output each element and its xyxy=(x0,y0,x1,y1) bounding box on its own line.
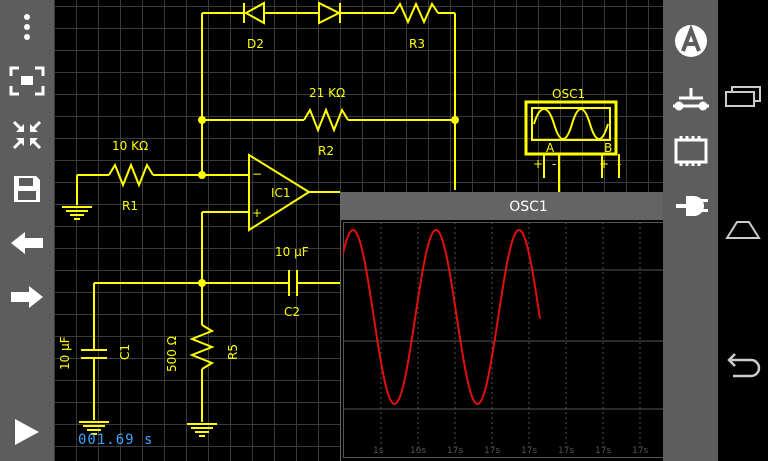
more-menu-button[interactable] xyxy=(0,0,54,54)
c1-label: C1 xyxy=(118,344,132,360)
more-vertical-icon xyxy=(24,14,30,40)
oscilloscope-time-label: 1s xyxy=(373,446,384,456)
right-toolbar xyxy=(663,0,718,461)
oscilloscope-window[interactable]: OSC1 1s16s17s17s17s17s17s17s17s xyxy=(340,192,716,461)
r2-value: 21 KΩ xyxy=(309,86,345,100)
switch-button[interactable] xyxy=(663,74,718,124)
osc-a-label: A xyxy=(546,141,555,155)
diode-d1[interactable] xyxy=(318,1,394,25)
home-icon xyxy=(725,221,761,239)
fit-screen-icon xyxy=(9,66,45,96)
osc-b-minus: - xyxy=(617,157,621,171)
chip-icon xyxy=(674,136,707,166)
redo-button[interactable] xyxy=(0,270,54,324)
oscilloscope-trace xyxy=(343,228,541,405)
chip-button[interactable] xyxy=(663,126,718,176)
ground-2 xyxy=(79,421,109,435)
osc-a-plus: + xyxy=(533,157,543,171)
back-icon xyxy=(727,353,761,378)
capacitor-c2[interactable] xyxy=(288,270,298,296)
resistor-r1[interactable] xyxy=(108,162,154,188)
undo-button[interactable] xyxy=(0,216,54,270)
osc-b-label: B xyxy=(604,141,612,155)
left-toolbar xyxy=(0,0,54,461)
c2-label: C2 xyxy=(284,305,300,319)
back-button[interactable] xyxy=(718,344,768,384)
oscilloscope-time-label: 17s xyxy=(447,446,463,456)
resistor-r5[interactable] xyxy=(189,324,215,370)
opamp-plus-label: + xyxy=(252,206,262,220)
oscilloscope-plot: 1s16s17s17s17s17s17s17s17s xyxy=(343,222,714,458)
osc1-label: OSC1 xyxy=(552,87,585,101)
ic1-label: IC1 xyxy=(271,186,291,200)
d2-label: D2 xyxy=(247,37,264,51)
r3-label: R3 xyxy=(409,37,425,51)
oscilloscope-time-label: 16s xyxy=(410,446,426,456)
r5-label: R5 xyxy=(226,344,240,360)
oscilloscope-title-bar[interactable]: OSC1 xyxy=(341,192,716,220)
c1-value: 10 µF xyxy=(58,336,72,370)
redo-arrow-icon xyxy=(11,286,43,308)
undo-arrow-icon xyxy=(11,232,43,254)
collapse-arrows-icon xyxy=(12,120,42,150)
save-button[interactable] xyxy=(0,162,54,216)
r5-value: 500 Ω xyxy=(165,336,179,372)
diode-d2[interactable] xyxy=(234,1,319,25)
opamp-ic1[interactable] xyxy=(248,153,311,232)
capacitor-c1[interactable] xyxy=(81,349,107,359)
collapse-button[interactable] xyxy=(0,108,54,162)
play-button[interactable] xyxy=(0,405,54,459)
r1-label: R1 xyxy=(122,199,138,213)
ground-1 xyxy=(62,206,92,220)
oscilloscope-time-label: 17s xyxy=(484,446,500,456)
recents-button[interactable] xyxy=(718,76,768,116)
r1-value: 10 KΩ xyxy=(112,139,148,153)
oscilloscope-time-label: 17s xyxy=(521,446,537,456)
ground-3 xyxy=(187,423,217,437)
resistor-r2[interactable] xyxy=(303,107,349,133)
osc-b-plus: + xyxy=(599,157,609,171)
play-icon xyxy=(15,419,39,445)
schematic: D2 R3 21 KΩ R2 10 KΩ R1 IC1 − + 10 µF C2… xyxy=(58,1,621,437)
home-button[interactable] xyxy=(718,210,768,250)
opamp-minus-label: − xyxy=(252,167,262,181)
r2-label: R2 xyxy=(318,144,334,158)
switch-icon xyxy=(672,88,709,111)
save-disk-icon xyxy=(14,176,40,202)
simulation-timer: 001.69 s xyxy=(78,432,154,448)
osc-a-minus: - xyxy=(552,157,556,171)
resistor-r3[interactable] xyxy=(393,1,439,25)
fit-screen-button[interactable] xyxy=(0,54,54,108)
oscilloscope-grid xyxy=(343,222,714,458)
oscilloscope-time-labels: 1s16s17s17s17s17s17s17s17s xyxy=(373,446,685,456)
plug-button[interactable] xyxy=(663,180,718,230)
oscilloscope-time-label: 17s xyxy=(558,446,574,456)
oscilloscope-osc1[interactable] xyxy=(524,100,620,192)
a-badge-icon xyxy=(674,24,707,57)
recents-icon xyxy=(725,86,761,107)
c2-value: 10 µF xyxy=(275,245,309,259)
oscilloscope-time-label: 17s xyxy=(632,446,648,456)
auto-button[interactable] xyxy=(663,16,718,66)
system-nav-bar xyxy=(718,0,768,461)
oscilloscope-time-label: 17s xyxy=(595,446,611,456)
plug-icon xyxy=(675,196,708,216)
